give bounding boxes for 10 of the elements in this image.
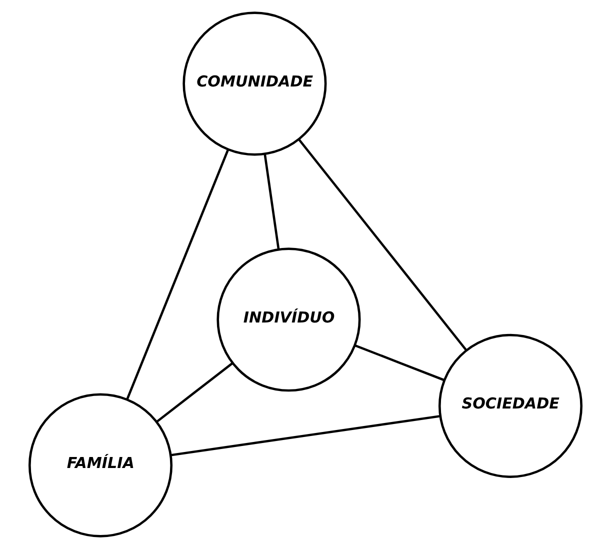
connector <box>264 154 280 250</box>
connector <box>354 344 445 382</box>
node-circle: INDIVÍDUO <box>216 248 361 392</box>
connector <box>170 414 440 456</box>
connector <box>126 149 230 400</box>
node-circle: COMUNIDADE <box>182 12 327 156</box>
node-circle: SOCIEDADE <box>438 334 583 478</box>
node-circle: FAMÍLIA <box>28 393 173 538</box>
connector <box>156 362 234 423</box>
connector <box>298 138 468 351</box>
